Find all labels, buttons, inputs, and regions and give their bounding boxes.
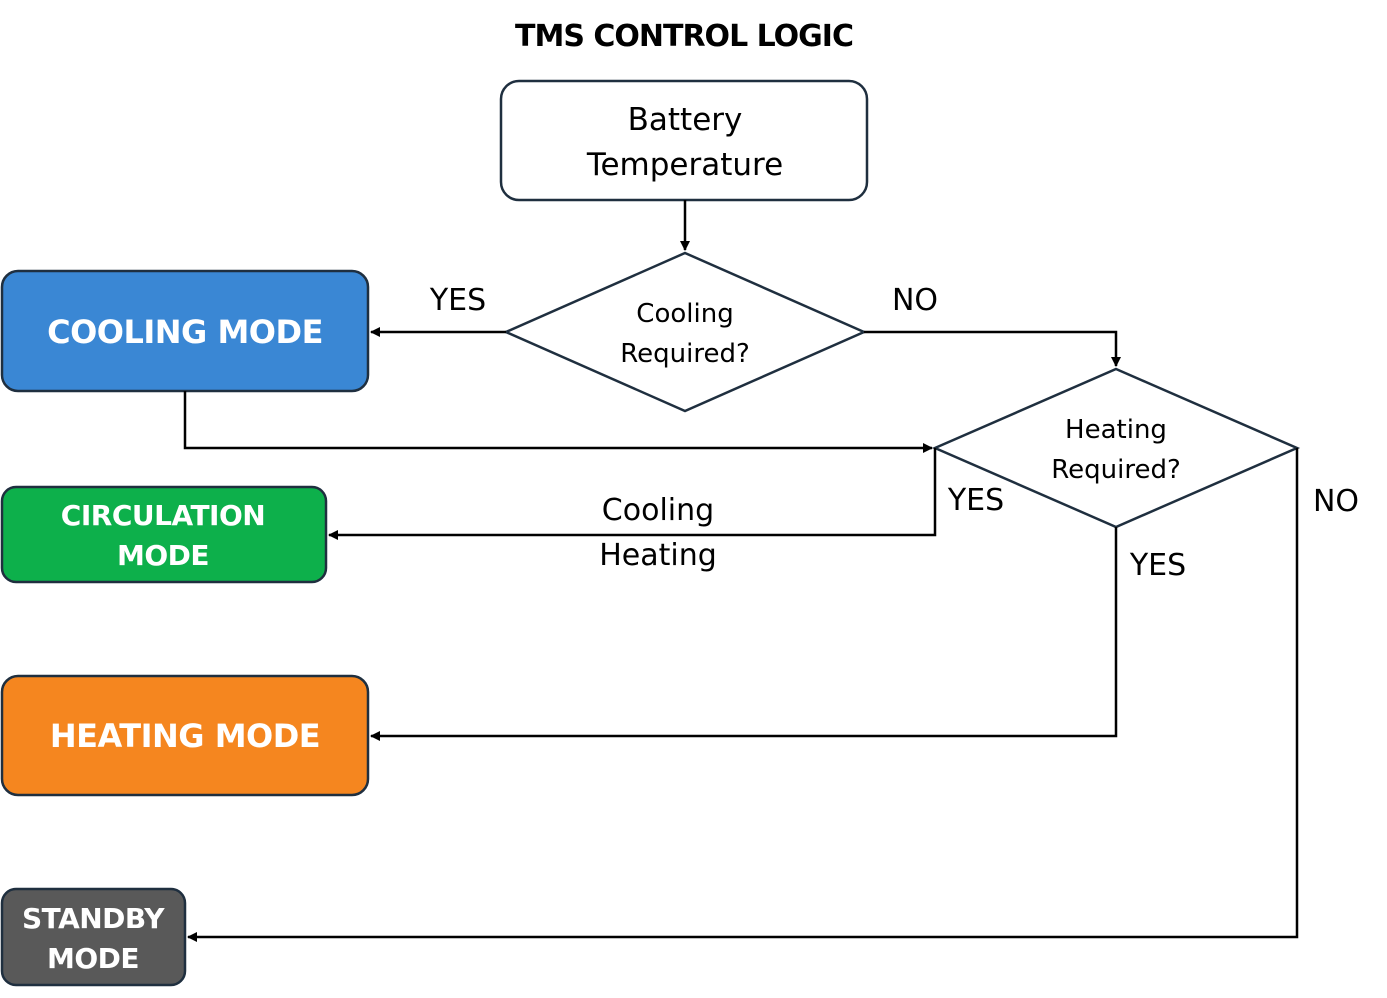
edge-cooling-mode-to-heating-decision [183, 391, 933, 453]
edge-heating-no-to-standby [187, 448, 1299, 942]
battery-temperature-line2: Temperature [586, 147, 783, 183]
label-circulation-cooling: Cooling [602, 493, 714, 528]
edge-heating-yes-to-heating-mode [370, 527, 1118, 741]
circulation-mode-line2: MODE [117, 539, 209, 572]
label-heating-no: NO [1313, 484, 1359, 519]
circulation-mode-node: CIRCULATION MODE [0, 485, 328, 584]
cooling-required-line1: Cooling [636, 299, 733, 329]
battery-temperature-line1: Battery [628, 102, 743, 138]
standby-mode-node: STANDBY MODE [0, 887, 187, 987]
label-heating-yes-down: YES [1129, 548, 1186, 583]
circulation-mode-line1: CIRCULATION [61, 499, 265, 532]
heating-mode-node: HEATING MODE [0, 674, 370, 797]
edge-heating-yes-to-circulation [328, 448, 937, 540]
heating-mode-label: HEATING MODE [50, 717, 320, 755]
standby-mode-line1: STANDBY [22, 902, 165, 935]
heating-required-line1: Heating [1065, 415, 1167, 445]
cooling-mode-node: COOLING MODE [0, 269, 370, 393]
diagram-title: TMS CONTROL LOGIC [515, 19, 853, 54]
standby-mode-line2: MODE [47, 942, 139, 975]
label-circulation-heating: Heating [599, 538, 717, 573]
label-cooling-yes: YES [429, 283, 486, 318]
label-heating-yes-left: YES [947, 483, 1004, 518]
edge-cooling-no [864, 330, 1121, 367]
cooling-required-line2: Required? [620, 339, 750, 369]
heating-required-line2: Required? [1051, 455, 1181, 485]
cooling-mode-label: COOLING MODE [47, 313, 323, 351]
battery-temperature-node: Battery Temperature [499, 79, 869, 202]
cooling-required-decision: Cooling Required? [502, 251, 868, 413]
label-cooling-no: NO [892, 283, 938, 318]
